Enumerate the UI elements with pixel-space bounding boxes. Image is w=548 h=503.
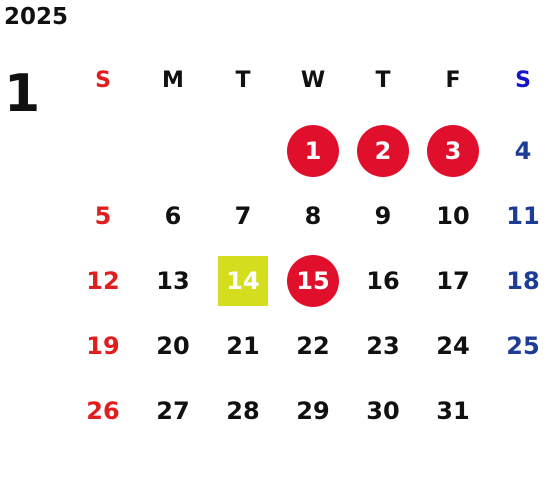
day-cell-25[interactable]: 25 <box>488 313 548 378</box>
weekday-friday: F <box>445 68 461 93</box>
day-cell-28[interactable]: 28 <box>208 378 278 443</box>
empty-day-cell <box>138 118 208 183</box>
day-number: 30 <box>366 396 400 425</box>
day-cell-26[interactable]: 26 <box>68 378 138 443</box>
day-number: 12 <box>86 266 120 295</box>
day-cell-9[interactable]: 9 <box>348 183 418 248</box>
day-number: 31 <box>436 396 470 425</box>
day-cell-3[interactable]: 3 <box>418 118 488 183</box>
day-number: 21 <box>226 331 260 360</box>
day-number: 26 <box>86 396 120 425</box>
weekday-header-row: S M T W T F S <box>68 66 548 96</box>
day-cell-31[interactable]: 31 <box>418 378 488 443</box>
day-cell-7[interactable]: 7 <box>208 183 278 248</box>
day-cell-17[interactable]: 17 <box>418 248 488 313</box>
day-number: 4 <box>514 136 532 165</box>
day-cell-1[interactable]: 1 <box>278 118 348 183</box>
calendar-year: 2025 <box>4 4 69 30</box>
day-number: 20 <box>156 331 190 360</box>
weekday-thursday: T <box>375 68 391 93</box>
day-cell-6[interactable]: 6 <box>138 183 208 248</box>
day-number: 14 <box>226 266 260 295</box>
day-cell-22[interactable]: 22 <box>278 313 348 378</box>
holiday-circle-marker <box>427 124 479 177</box>
day-number: 24 <box>436 331 470 360</box>
day-cell-21[interactable]: 21 <box>208 313 278 378</box>
day-number: 17 <box>436 266 470 295</box>
day-number: 27 <box>156 396 190 425</box>
day-cell-13[interactable]: 13 <box>138 248 208 313</box>
day-cell-4[interactable]: 4 <box>488 118 548 183</box>
day-number: 29 <box>296 396 330 425</box>
weekday-sunday: S <box>95 68 111 93</box>
day-number: 16 <box>366 266 400 295</box>
day-number: 15 <box>296 266 330 295</box>
day-number: 8 <box>304 201 322 230</box>
day-cell-30[interactable]: 30 <box>348 378 418 443</box>
holiday-circle-marker <box>287 124 339 177</box>
day-number: 2 <box>374 136 392 165</box>
day-number: 3 <box>444 136 462 165</box>
day-cell-24[interactable]: 24 <box>418 313 488 378</box>
day-cell-8[interactable]: 8 <box>278 183 348 248</box>
holiday-circle-marker <box>357 124 409 177</box>
day-cell-29[interactable]: 29 <box>278 378 348 443</box>
day-cell-11[interactable]: 11 <box>488 183 548 248</box>
day-number: 6 <box>164 201 182 230</box>
day-cell-19[interactable]: 19 <box>68 313 138 378</box>
day-cell-15[interactable]: 15 <box>278 248 348 313</box>
day-cell-16[interactable]: 16 <box>348 248 418 313</box>
day-number: 22 <box>296 331 330 360</box>
day-number: 13 <box>156 266 190 295</box>
day-cell-2[interactable]: 2 <box>348 118 418 183</box>
weekday-wednesday: W <box>300 68 326 93</box>
day-number: 11 <box>506 201 540 230</box>
empty-day-cell <box>208 118 278 183</box>
day-cell-18[interactable]: 18 <box>488 248 548 313</box>
day-number: 25 <box>506 331 540 360</box>
weekday-saturday: S <box>515 68 531 93</box>
weekday-tuesday: T <box>235 68 251 93</box>
day-number: 18 <box>506 266 540 295</box>
empty-day-cell <box>488 378 548 443</box>
day-number: 28 <box>226 396 260 425</box>
day-number: 7 <box>234 201 252 230</box>
day-cell-27[interactable]: 27 <box>138 378 208 443</box>
day-cell-12[interactable]: 12 <box>68 248 138 313</box>
day-cell-5[interactable]: 5 <box>68 183 138 248</box>
today-highlight-marker <box>218 255 268 306</box>
day-number: 5 <box>94 201 112 230</box>
day-number: 10 <box>436 201 470 230</box>
day-number: 19 <box>86 331 120 360</box>
weekday-monday: M <box>162 68 184 93</box>
holiday-circle-marker <box>287 254 339 307</box>
empty-day-cell <box>68 118 138 183</box>
day-cell-10[interactable]: 10 <box>418 183 488 248</box>
calendar-month: 1 <box>4 64 41 124</box>
day-cell-20[interactable]: 20 <box>138 313 208 378</box>
day-cell-23[interactable]: 23 <box>348 313 418 378</box>
day-number: 9 <box>374 201 392 230</box>
day-cell-14[interactable]: 14 <box>208 248 278 313</box>
day-number: 23 <box>366 331 400 360</box>
day-number: 1 <box>304 136 322 165</box>
